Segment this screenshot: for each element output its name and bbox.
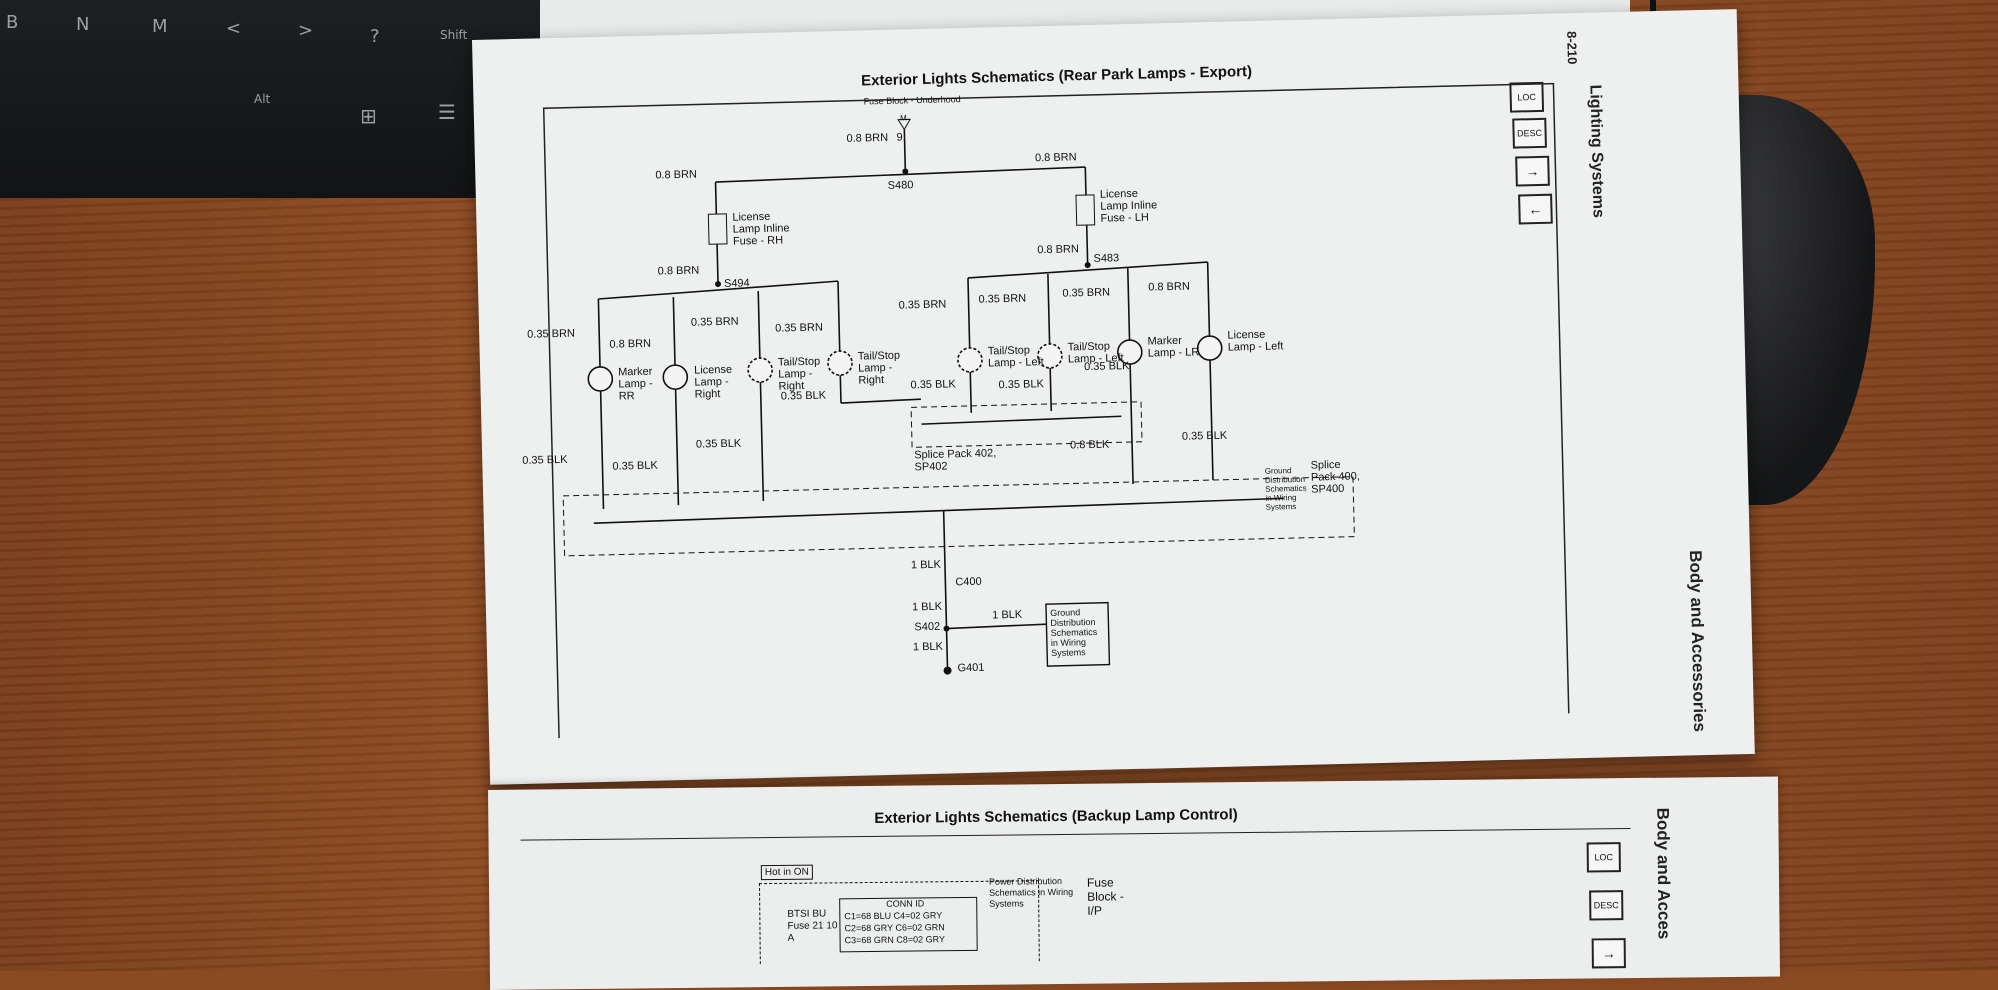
lamp-icon [827,350,853,376]
wire-feed-label: 0.8 BRN [846,131,889,145]
loc-label-bottom: LOC [1594,852,1614,863]
lamp-icon [662,364,689,390]
wire-lh-out-label: 0.8 BRN [1037,243,1080,257]
ground-ref-2: Ground Distribution Schematics in Wiring… [1050,607,1098,659]
wire-rh-out-label: 0.8 BRN [657,264,700,278]
conn-id-row: C3=68 GRN C8=02 GRY [844,934,946,946]
wire-blk-8: 0.8 BLK [1069,438,1110,452]
page-title-bottom: Exterior Lights Schematics (Backup Lamp … [874,806,1238,827]
fuse-21-label: BTSI BU Fuse 21 10 A [787,908,838,944]
wire-brn-3: 0.35 BRN [690,315,739,329]
wire-blk-6: 0.35 BLK [998,378,1044,392]
wire-brn-7: 0.35 BRN [1062,286,1111,300]
wire-rh-feed-label: 0.8 BRN [655,168,698,182]
wire-brn-5: 0.35 BRN [898,298,947,312]
splice-s494-label: S494 [723,277,750,290]
lamp-label-3: Tail/Stop Lamp - Right [777,355,821,393]
next-arrow-icon-bottom[interactable]: → [1591,938,1626,969]
fuse-rh-icon [707,213,728,245]
splice-pack-400-box [562,476,1355,557]
windows-icon: ⊞ [360,104,377,128]
loc-button-bottom[interactable]: LOC [1586,842,1621,873]
fuse-block-pin-icon [897,118,911,131]
lamp-icon [957,347,983,373]
lamp-label-7: Marker Lamp - LR [1147,334,1200,360]
wire-blk-main-3: 1 BLK [992,608,1023,622]
splice-pack-400-label: Splice Pack 400, SP400 [1310,458,1360,496]
wire-blk-5: 0.35 BLK [910,378,956,392]
splice-pack-402-label: Splice Pack 402, SP402 [914,447,997,474]
fuse-lh-icon [1075,194,1096,226]
splice-s402-label: S402 [914,620,941,634]
ground-g401-label: G401 [957,661,985,675]
wiring-diagram [542,82,1570,740]
side-section-label: Body and Accessories [1685,550,1710,733]
section-label: Lighting Systems [1586,84,1607,219]
splice-s483-label: S483 [1093,252,1120,265]
conn-id-row: C2=68 GRY C6=02 GRN [844,922,945,934]
wire-blk-3: 0.35 BLK [695,437,742,451]
wire-blk-2: 0.35 BLK [612,459,658,473]
splice-pack-402-box [910,401,1143,448]
lamp-label-4: Tail/Stop Lamp - Right [857,349,901,387]
fuse-rh-label: License Lamp Inline Fuse - RH [732,210,790,248]
wire-blk-9: 0.35 BLK [1181,429,1228,443]
key-m: M [152,16,168,37]
conn-id-row: C1=68 BLU C4=02 GRY [844,910,943,922]
menu-icon: ☰ [438,100,456,124]
fuse-lh-label: License Lamp Inline Fuse - LH [1099,187,1158,225]
splice-s483-dot [1084,262,1091,269]
lamp-feed-wires [597,262,1211,367]
next-label-bottom: → [1601,945,1616,962]
key-n: N [76,14,90,35]
fuse-block-pin: M [899,113,907,123]
key-greater: > [298,20,314,41]
wire-blk-4: 0.35 BLK [780,389,827,403]
lamp-symbols [587,335,1223,392]
splice-s480-label: S480 [887,179,914,192]
ground-ref-box [1045,601,1111,667]
connector-c400-label: C400 [955,575,982,589]
wire-blk-main-4: 1 BLK [912,640,944,654]
lamp-label-8: License Lamp - Left [1227,328,1284,354]
wire-brn-4: 0.35 BRN [774,321,823,335]
wire-brn-2: 0.8 BRN [609,337,652,351]
ground-g401-icon [943,666,952,675]
desc-button-bottom[interactable]: DESC [1589,890,1624,921]
desc-label-bottom: DESC [1593,900,1619,911]
lamp-label-5: Tail/Stop Lamp - Left [987,344,1044,370]
wire-blk-1: 0.35 BLK [522,453,568,467]
lamp-icon [1037,343,1063,369]
wire-blk-7: 0.35 BLK [1084,360,1130,374]
lamp-icon [587,366,614,392]
hot-in-on-label: Hot in ON [760,864,813,881]
wire-brn-6: 0.35 BRN [978,292,1027,306]
lamp-label-2: License Lamp - Right [693,363,733,401]
side-section-label-bottom: Body and Acces [1653,807,1674,940]
conn-id-title: CONN ID [886,898,925,909]
splice-s480-dot [902,168,909,175]
key-shift: Shift [440,28,468,42]
key-less: < [226,18,242,39]
wire-brn-1: 0.35 BRN [527,327,576,341]
fuse-block-ip-label: Fuse Block - I/P [1086,875,1124,918]
schematic-page-bottom: Exterior Lights Schematics (Backup Lamp … [488,776,1781,990]
key-b: B [6,12,19,33]
key-question: ? [370,26,380,47]
wire-lh-feed-label: 0.8 BRN [1034,151,1077,165]
splice-s494-dot [715,281,722,288]
lamp-icon [747,357,773,383]
key-alt: Alt [254,92,271,106]
conn-id-table: CONN ID C1=68 BLU C4=02 GRY C2=68 GRY C6… [839,896,978,953]
wire-blk-main-2: 1 BLK [911,600,943,614]
power-dist-label: Power Distribution Schematics in Wiring … [988,875,1074,909]
lamp-label-1: Marker Lamp - RR [618,365,653,403]
wire-brn-8: 0.8 BRN [1148,280,1190,294]
divider [520,828,1631,841]
schematic-page-top: Exterior Lights Schematics (Rear Park La… [472,9,1755,785]
wire-feed-circuit: 9 [896,131,903,144]
wire-blk-main-1: 1 BLK [910,558,942,572]
keyboard: B N M < > ? Shift Alt ⊞ ☰ [0,0,540,198]
ground-ref-1: Ground Distribution Schematics in Wiring… [1264,466,1307,512]
